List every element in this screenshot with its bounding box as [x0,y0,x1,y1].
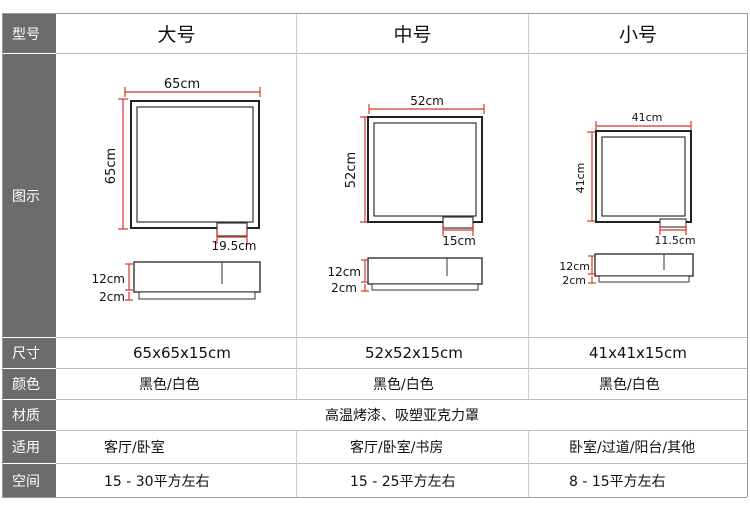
diagram-large: 65cm 65cm 19.5cm 12cm 2cm [91,77,261,304]
medium-width-label: 52cm [410,94,444,108]
size-medium: 52x52x15cm [365,344,463,362]
size-small: 41x41x15cm [589,344,687,362]
small-width-label: 41cm [632,111,663,124]
space-medium: 15 - 25平方左右 [350,473,456,490]
header-small: 小号 [618,24,657,46]
usage-small: 卧室/过道/阳台/其他 [569,440,696,456]
small-base-label: 2cm [562,274,586,287]
large-height-label: 65cm [104,148,119,184]
small-thick-label: 12cm [559,260,590,273]
large-light-label: 19.5cm [211,239,256,253]
small-light-label: 11.5cm [654,234,695,247]
header-medium: 中号 [393,24,432,46]
color-medium: 黑色/白色 [373,377,434,393]
label-usage: 适用 [2,431,56,463]
header-large: 大号 [157,24,196,46]
label-diagram: 图示 [2,54,56,337]
label-color: 颜色 [2,369,56,399]
material-text: 高温烤漆、吸塑亚克力罩 [325,408,479,424]
medium-base-label: 2cm [331,281,357,295]
medium-height-label: 52cm [344,152,359,188]
label-size: 尺寸 [2,338,56,368]
usage-large: 客厅/卧室 [104,440,165,456]
large-width-label: 65cm [164,77,200,92]
medium-light-label: 15cm [442,234,476,248]
color-small: 黑色/白色 [599,377,660,393]
space-small: 8 - 15平方左右 [569,473,666,490]
small-height-label: 41cm [574,163,587,194]
label-model: 型号 [2,14,56,53]
size-large: 65x65x15cm [133,344,231,362]
usage-medium: 客厅/卧室/书房 [350,440,444,456]
large-base-label: 2cm [99,290,125,304]
large-thick-label: 12cm [91,272,125,286]
space-large: 15 - 30平方左右 [104,473,210,490]
label-material: 材质 [2,400,56,430]
diagram-small: 41cm 41cm 11.5cm 12cm 2cm [559,111,695,287]
diagram-medium: 52cm 52cm 15cm 12cm 2cm [327,94,485,295]
label-space: 空间 [2,464,56,497]
color-large: 黑色/白色 [139,377,200,393]
medium-thick-label: 12cm [327,265,361,279]
